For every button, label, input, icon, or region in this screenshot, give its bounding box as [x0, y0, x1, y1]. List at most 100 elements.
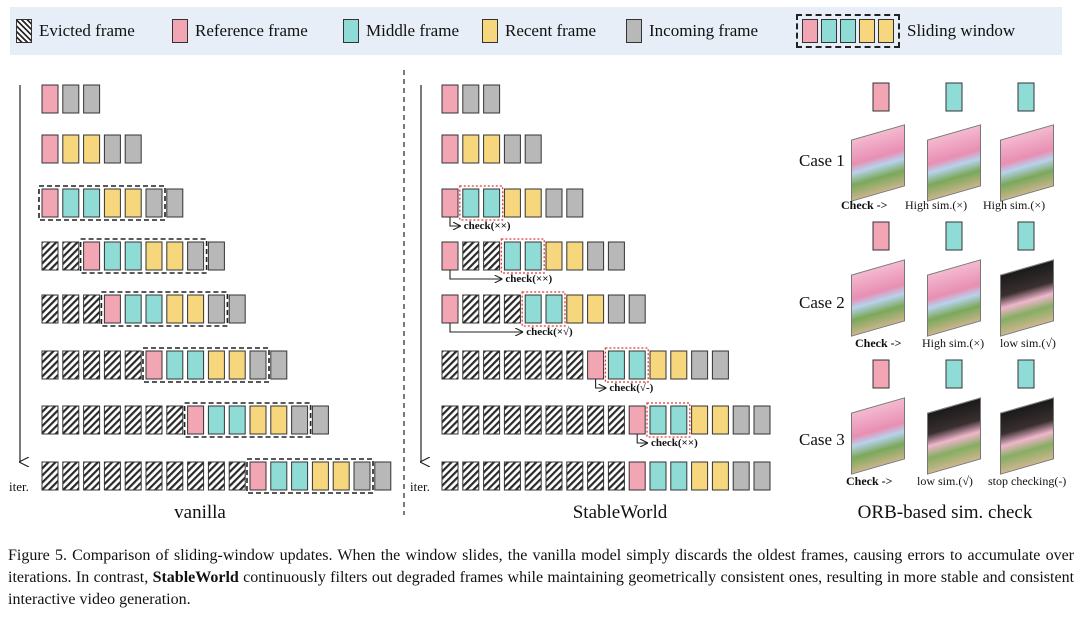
reference-frame-swatch: [172, 19, 188, 43]
incoming-frame: [249, 350, 267, 380]
middle-frame: [945, 359, 963, 389]
reference-frame: [441, 241, 459, 271]
check-arrow: [449, 217, 461, 226]
recent-frame: [207, 350, 225, 380]
incoming-frame: [374, 461, 392, 491]
evicted-frame: [462, 294, 480, 324]
evicted-frame: [483, 294, 501, 324]
orb-title: ORB-based sim. check: [857, 502, 1033, 523]
middle-frame: [207, 405, 225, 435]
recent-frame: [670, 350, 688, 380]
middle-frame: [503, 241, 521, 271]
reference-frame: [441, 134, 459, 164]
incoming-frame: [587, 241, 605, 271]
stableworld-title: StableWorld: [572, 502, 668, 523]
middle-frame: [124, 241, 142, 271]
middle-frame: [270, 461, 288, 491]
check-label: check(××): [505, 273, 553, 285]
case-2-sim-caption: High sim.(×): [922, 336, 985, 350]
check-arrow: [449, 270, 503, 279]
legend-incoming-label: Incoming frame: [649, 21, 759, 40]
case-3-check-caption: Check ->: [846, 474, 893, 488]
case-2-check-caption: Check ->: [855, 336, 902, 350]
incoming-frame: [753, 405, 771, 435]
incoming-frame: [207, 241, 225, 271]
recent-frame: [587, 294, 605, 324]
evicted-frame: [41, 405, 59, 435]
middle-frame: [670, 461, 688, 491]
legend-evicted-label: Evicted frame: [39, 21, 135, 40]
check-window-box: [604, 347, 649, 383]
middle-frame: [945, 221, 963, 251]
reference-frame: [628, 405, 646, 435]
check-window-box: [459, 185, 504, 221]
incoming-frame: [228, 294, 246, 324]
evicted-frame: [566, 461, 584, 491]
incoming-frame: [483, 84, 501, 114]
case-3-sim-caption: stop checking(-): [988, 474, 1067, 488]
recent-frame: [103, 188, 121, 218]
recent-frame: [166, 241, 184, 271]
check-arrow: [595, 379, 607, 388]
middle-frame: [649, 405, 667, 435]
orb-case-frames: [872, 82, 1035, 389]
stable-iter-label: iter.: [410, 479, 430, 494]
recent-frame: [566, 241, 584, 271]
incoming-frame-swatch: [626, 19, 642, 43]
evicted-frame: [503, 461, 521, 491]
middle-frame: [103, 241, 121, 271]
sliding-window-swatch: [796, 14, 900, 48]
reference-frame: [41, 84, 59, 114]
evicted-frame: [524, 405, 542, 435]
caption-prefix: Figure 5. Comparison of sliding-window u…: [8, 547, 1074, 586]
evicted-frame: [503, 405, 521, 435]
legend-bar: Evicted frame Reference frame Middle fra…: [10, 7, 1062, 55]
incoming-frame: [83, 84, 101, 114]
case-1-label: Case 1: [799, 151, 845, 170]
evicted-frame: [503, 294, 521, 324]
evicted-frame: [441, 405, 459, 435]
evicted-frame: [62, 405, 80, 435]
legend-recent-label: Recent frame: [505, 21, 597, 40]
figure-caption: Figure 5. Comparison of sliding-window u…: [8, 545, 1074, 611]
evicted-frame: [503, 350, 521, 380]
reference-frame: [872, 221, 890, 251]
case-2-label: Case 2: [799, 293, 845, 312]
evicted-frame: [566, 405, 584, 435]
evicted-frame: [41, 294, 59, 324]
incoming-frame: [732, 405, 750, 435]
case-1-sim-caption: High sim.(×): [983, 198, 1046, 212]
middle-frame-swatch: [343, 19, 359, 43]
window-ref-swatch: [802, 19, 818, 43]
middle-frame: [649, 461, 667, 491]
recent-frame: [311, 461, 329, 491]
evicted-frame: [62, 241, 80, 271]
recent-frame: [83, 134, 101, 164]
case-1-sim-caption: High sim.(×): [905, 198, 968, 212]
middle-frame: [607, 350, 625, 380]
vanilla-title: vanilla: [174, 502, 226, 523]
caption-suffix: continuously filters out degraded frames…: [8, 569, 1075, 608]
case-3-label: Case 3: [799, 430, 845, 449]
recent-frame: [462, 134, 480, 164]
evicted-frame: [524, 461, 542, 491]
incoming-frame: [607, 294, 625, 324]
middle-frame: [291, 461, 309, 491]
evicted-frame: [62, 461, 80, 491]
incoming-frame: [62, 84, 80, 114]
evicted-frame: [103, 350, 121, 380]
incoming-frame: [503, 134, 521, 164]
evicted-frame: [207, 461, 225, 491]
evicted-frame: [124, 405, 142, 435]
incoming-frame: [753, 461, 771, 491]
incoming-frame: [462, 84, 480, 114]
window-mid-swatch: [821, 19, 837, 43]
recent-frame: [228, 350, 246, 380]
middle-frame: [124, 294, 142, 324]
legend-reference: Reference frame: [172, 7, 308, 55]
evicted-frame-swatch: [16, 19, 32, 43]
middle-frame: [83, 188, 101, 218]
evicted-frame: [483, 405, 501, 435]
check-label: check(××): [651, 437, 698, 449]
incoming-frame: [711, 350, 729, 380]
